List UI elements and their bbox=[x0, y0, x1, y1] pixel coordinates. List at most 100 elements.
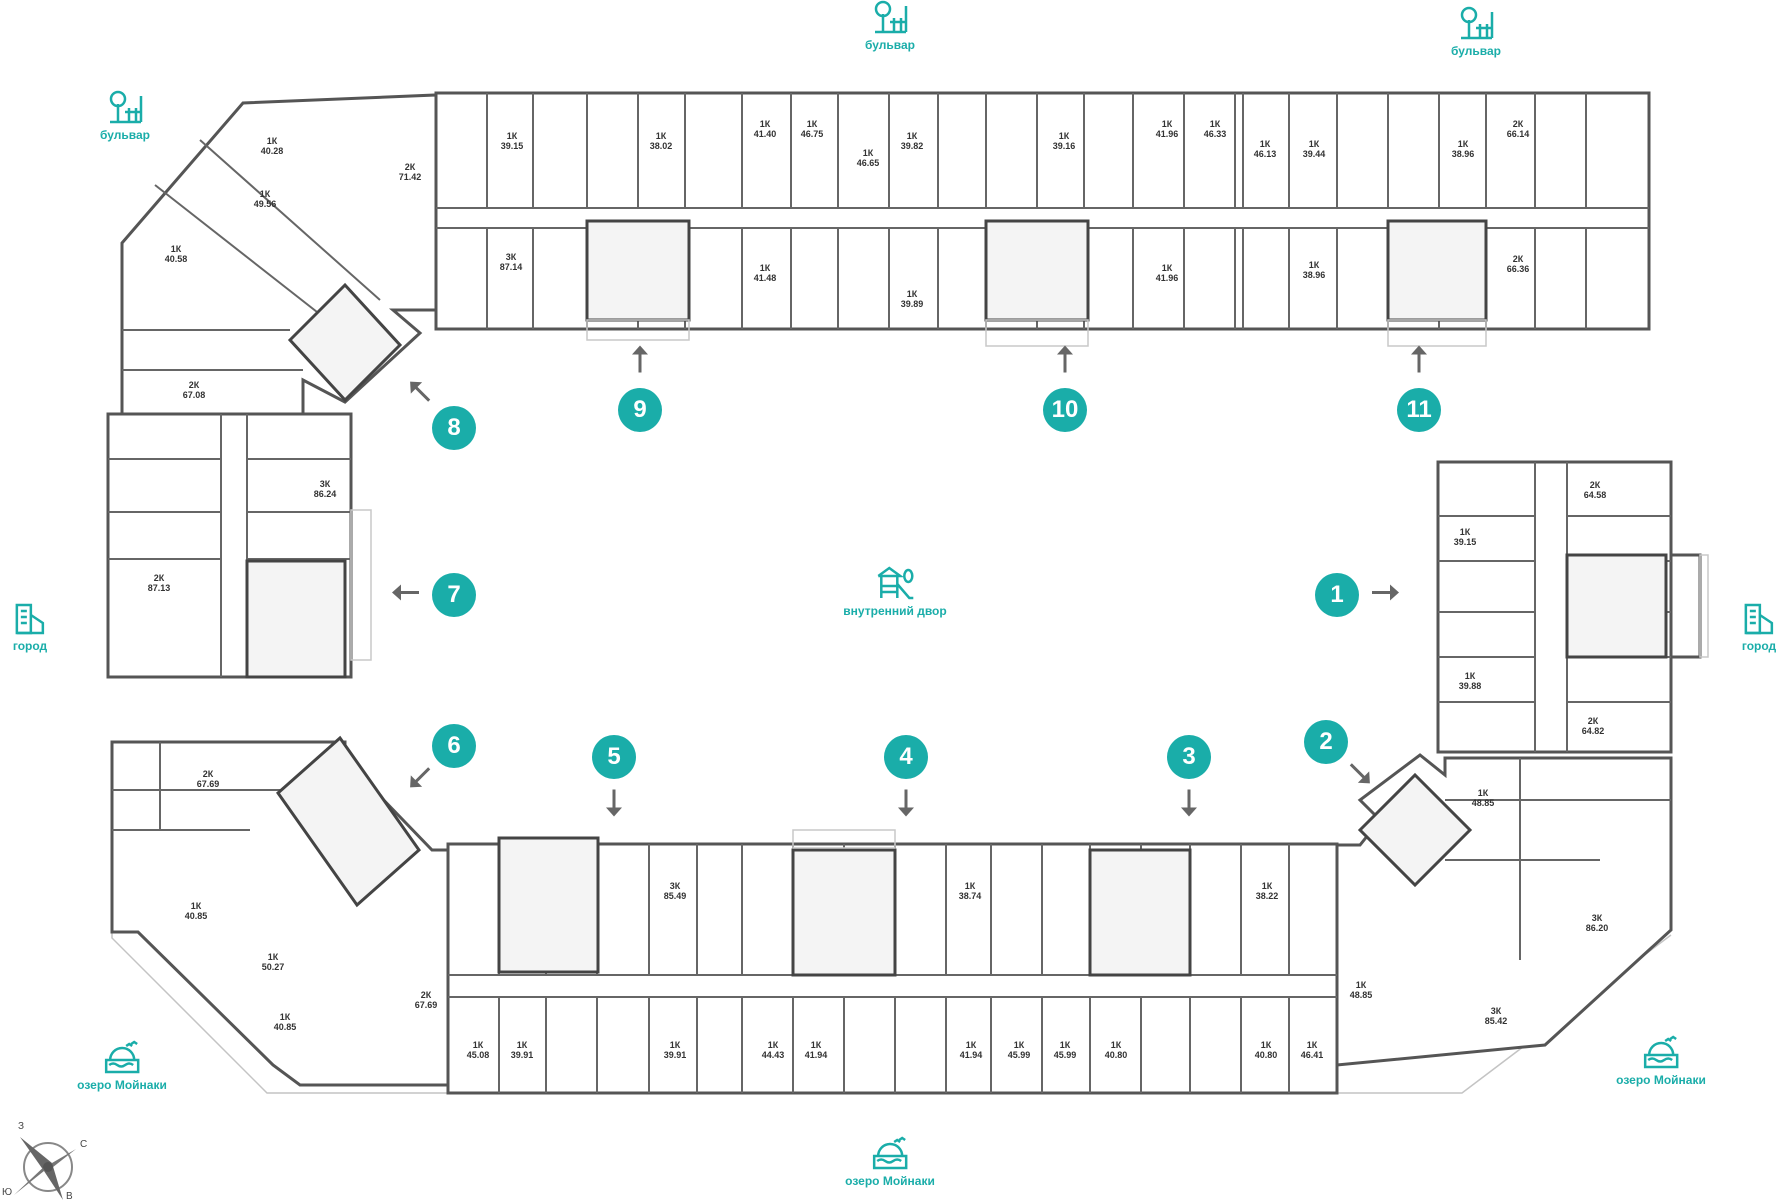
apartment-type: 1К bbox=[1477, 788, 1489, 799]
apartment-type: 2К bbox=[188, 380, 200, 391]
apartment-area: 41.48 bbox=[753, 273, 777, 283]
apartment-area: 39.15 bbox=[1453, 537, 1477, 547]
landmark-label: город bbox=[12, 639, 48, 653]
section-marker-2[interactable]: 2 bbox=[1304, 720, 1348, 764]
apartment-type: 2К bbox=[202, 769, 214, 780]
section-marker-3[interactable]: 3 bbox=[1167, 735, 1211, 779]
tree-fence-icon bbox=[1460, 6, 1494, 40]
apartment-area: 87.13 bbox=[147, 583, 171, 593]
apartment-type: 1К bbox=[1058, 131, 1070, 142]
landmark-label: озеро Мойнаки bbox=[845, 1174, 935, 1188]
apartment-type: 3К bbox=[1591, 913, 1603, 924]
apartment-area: 38.96 bbox=[1302, 270, 1326, 280]
section-marker-5[interactable]: 5 bbox=[592, 735, 636, 779]
apartment-type: 3К bbox=[1490, 1006, 1502, 1017]
apartment-area: 40.80 bbox=[1104, 1050, 1128, 1060]
section-marker-9[interactable]: 9 bbox=[618, 388, 662, 432]
entrance-arrow-icon bbox=[891, 788, 921, 823]
section-marker-8[interactable]: 8 bbox=[432, 406, 476, 450]
apartment-type: 1К bbox=[655, 131, 667, 142]
apartment-type: 3К bbox=[505, 252, 517, 263]
apartment-area: 41.94 bbox=[804, 1050, 828, 1060]
section-marker-6[interactable]: 6 bbox=[432, 724, 476, 768]
apartment-area: 39.91 bbox=[510, 1050, 534, 1060]
section-marker-4[interactable]: 4 bbox=[884, 735, 928, 779]
apartment-area: 41.96 bbox=[1155, 129, 1179, 139]
apartment-type: 1К bbox=[506, 131, 518, 142]
apartment-area: 64.58 bbox=[1583, 490, 1607, 500]
apartment-area: 39.44 bbox=[1302, 149, 1326, 159]
apartment-type: 1К bbox=[964, 881, 976, 892]
apartment-type: 1К bbox=[1355, 980, 1367, 991]
apartment-area: 40.80 bbox=[1254, 1050, 1278, 1060]
section-marker-10[interactable]: 10 bbox=[1043, 388, 1087, 432]
apartment-type: 1К bbox=[516, 1040, 528, 1051]
section-marker-7[interactable]: 7 bbox=[432, 573, 476, 617]
apartment-area: 64.82 bbox=[1581, 726, 1605, 736]
apartment-area: 87.14 bbox=[499, 262, 523, 272]
apartment-area: 48.85 bbox=[1471, 798, 1495, 808]
interior-walls bbox=[108, 93, 1671, 1093]
apartment-area: 40.58 bbox=[164, 254, 188, 264]
section-marker-11[interactable]: 11 bbox=[1397, 388, 1441, 432]
apartment-type: 1К bbox=[1308, 260, 1320, 271]
apartment-type: 1К bbox=[862, 148, 874, 159]
apartment-area: 38.74 bbox=[958, 891, 982, 901]
apartment-area: 38.22 bbox=[1255, 891, 1279, 901]
section-marker-1[interactable]: 1 bbox=[1315, 573, 1359, 617]
